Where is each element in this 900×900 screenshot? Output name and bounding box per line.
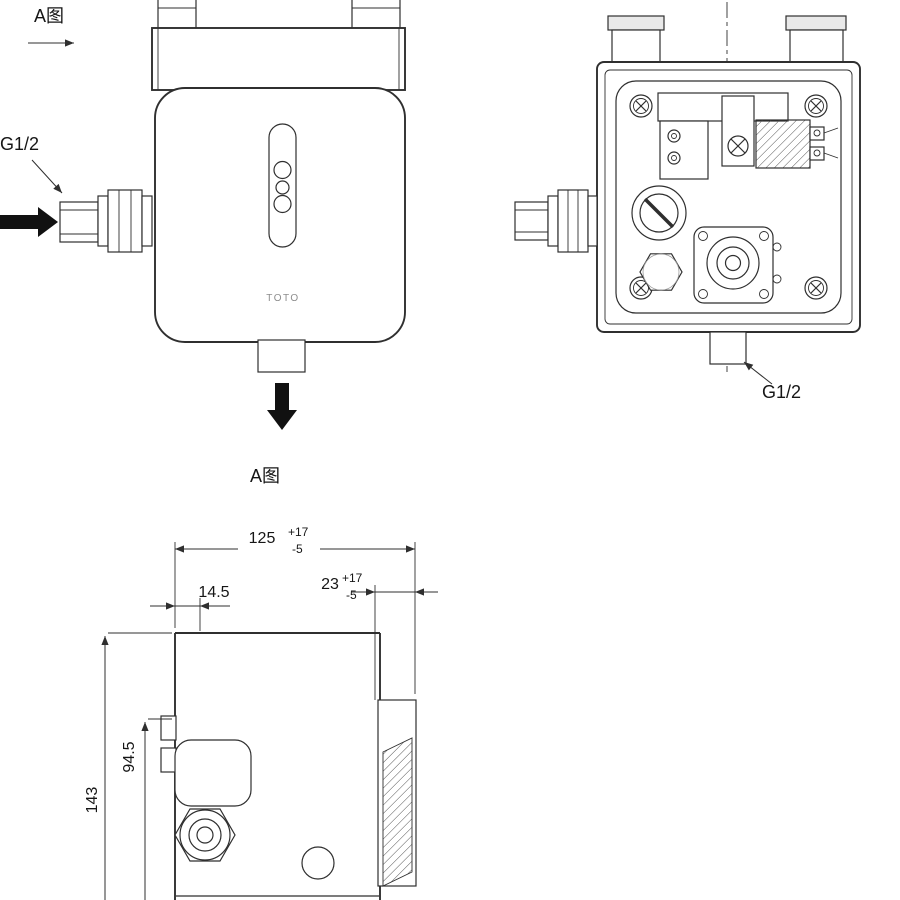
inlet-thread-label: G1/2 [0,134,39,154]
dim-tol-plus-plate-depth: +17 [342,571,363,585]
dim-text-overall-height: 143 [84,787,101,814]
view-a-marker-top: A图 [34,6,64,26]
flow-direction-arrow [0,207,58,237]
internal-view-top-posts [607,15,847,63]
section-view [101,542,438,900]
outlet-thread-label: G1/2 [762,382,801,402]
front-view-inlet-fitting [59,189,153,253]
section-direction-arrow [267,383,297,430]
sensor-window [268,123,297,248]
dim-overall-width [174,542,416,694]
dim-text-sensor-offset: 14.5 [198,584,229,601]
dim-tol-plus-overall-width: +17 [288,525,309,539]
dim-tol-minus-overall-width: -5 [292,542,303,556]
dim-text-overall-width: 125 [249,530,276,547]
internal-inlet-fitting [514,189,598,253]
dim-plate-depth [352,585,438,700]
dim-text-inlet-height: 94.5 [121,741,138,772]
hex-plug [639,253,683,291]
front-view-back-plate [151,27,406,91]
front-view-top-posts [157,0,401,31]
dim-tol-minus-plate-depth: -5 [346,588,357,602]
dim-inlet-height [141,718,172,900]
dim-sensor-offset [150,598,230,631]
solenoid-assembly [657,92,839,180]
internal-outlet [709,331,747,365]
corner-screws [629,94,828,300]
hex-nut-section [174,808,236,862]
brand-logo: TOTO [266,293,299,304]
pilot-valve [693,226,782,304]
front-view-face: TOTO [154,87,406,343]
drain-circle [301,846,335,880]
dim-overall-height [101,632,172,900]
inlet-boss-section [160,715,252,807]
adjustment-screw [631,185,687,241]
front-view: TOTO [0,0,406,430]
outlet-leader-line [743,361,773,385]
view-a-marker-bottom: A图 [250,466,280,486]
mounting-plate-section [377,699,417,887]
front-view-outlet [257,339,306,373]
dim-text-plate-depth: 23 [321,576,339,593]
inlet-leader-line [31,159,63,194]
annotations: A图 G1/2 G1/2 A图 125 +17 -5 14.5 23 +17 -… [0,6,801,813]
internal-view [514,2,861,385]
